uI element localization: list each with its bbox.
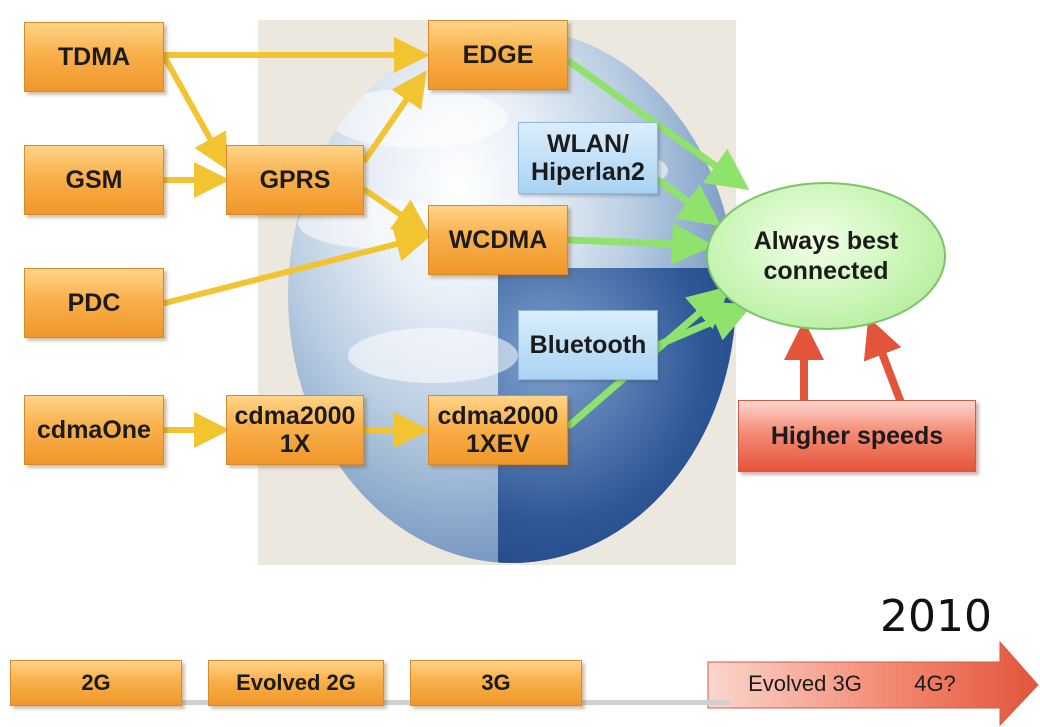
arrow-tdma-gprs bbox=[162, 55, 228, 171]
globe-cloud bbox=[348, 328, 518, 383]
node-pdc: PDC bbox=[24, 268, 164, 338]
timeline-stage-evolved-2g: Evolved 2G bbox=[208, 660, 384, 706]
arrow-pdc-wcdma bbox=[162, 226, 432, 306]
node-edge: EDGE bbox=[428, 20, 568, 90]
node-cdmaone: cdmaOne bbox=[24, 395, 164, 465]
node-wlan-label: WLAN/ Hiperlan2 bbox=[531, 130, 645, 186]
timeline-stage-3g-label: 3G bbox=[481, 669, 511, 695]
timeline-stage-3g: 3G bbox=[410, 660, 582, 706]
node-cdmaone-label: cdmaOne bbox=[37, 416, 151, 444]
node-gsm-label: GSM bbox=[65, 166, 123, 194]
node-higher-speeds: Higher speeds bbox=[738, 400, 976, 472]
arrow-gprs-wcdma bbox=[362, 187, 430, 235]
node-bluetooth-label: Bluetooth bbox=[529, 331, 647, 359]
node-bluetooth: Bluetooth bbox=[518, 310, 658, 380]
timeline-stage-evolved-3g-label: Evolved 3G bbox=[748, 670, 862, 696]
node-higher-speeds-label: Higher speeds bbox=[770, 422, 944, 450]
arrow-wcdma-abc bbox=[566, 222, 714, 265]
node-edge-label: EDGE bbox=[462, 41, 534, 69]
timeline-stage-4g-label: 4G? bbox=[914, 670, 956, 696]
node-wlan: WLAN/ Hiperlan2 bbox=[518, 122, 658, 194]
timeline-stage-evolved-3g: Evolved 3G bbox=[730, 662, 880, 706]
node-cdma2000-1x: cdma2000 1X bbox=[226, 395, 364, 465]
node-wcdma-label: WCDMA bbox=[448, 226, 548, 254]
arrow-gprs-edge bbox=[362, 70, 427, 163]
node-always-best-label: Always best connected bbox=[753, 227, 899, 285]
node-gprs: GPRS bbox=[226, 145, 364, 215]
node-cdma2000-1xev-label: cdma2000 1XEV bbox=[437, 402, 559, 458]
timeline-stage-2g: 2G bbox=[10, 660, 182, 706]
node-cdma2000-1x-label: cdma2000 1X bbox=[234, 402, 356, 458]
node-always-best-connected: Always best connected bbox=[706, 182, 946, 330]
timeline-stage-2g-label: 2G bbox=[81, 669, 111, 695]
arrow-wlan-abc bbox=[654, 176, 722, 227]
node-gprs-label: GPRS bbox=[259, 166, 331, 194]
arrow-speed-right bbox=[863, 317, 904, 404]
node-wcdma: WCDMA bbox=[428, 205, 568, 275]
node-cdma2000-1xev: cdma2000 1XEV bbox=[428, 395, 568, 465]
timeline-stage-4g: 4G? bbox=[890, 662, 980, 706]
timeline-red-arrow bbox=[707, 640, 1039, 727]
timeline-year: 2010 bbox=[880, 591, 992, 642]
timeline-stage-evolved-2g-label: Evolved 2G bbox=[236, 669, 356, 695]
node-tdma-label: TDMA bbox=[57, 43, 131, 71]
node-tdma: TDMA bbox=[24, 22, 164, 92]
globe-image bbox=[288, 28, 736, 563]
node-pdc-label: PDC bbox=[67, 289, 121, 317]
node-gsm: GSM bbox=[24, 145, 164, 215]
